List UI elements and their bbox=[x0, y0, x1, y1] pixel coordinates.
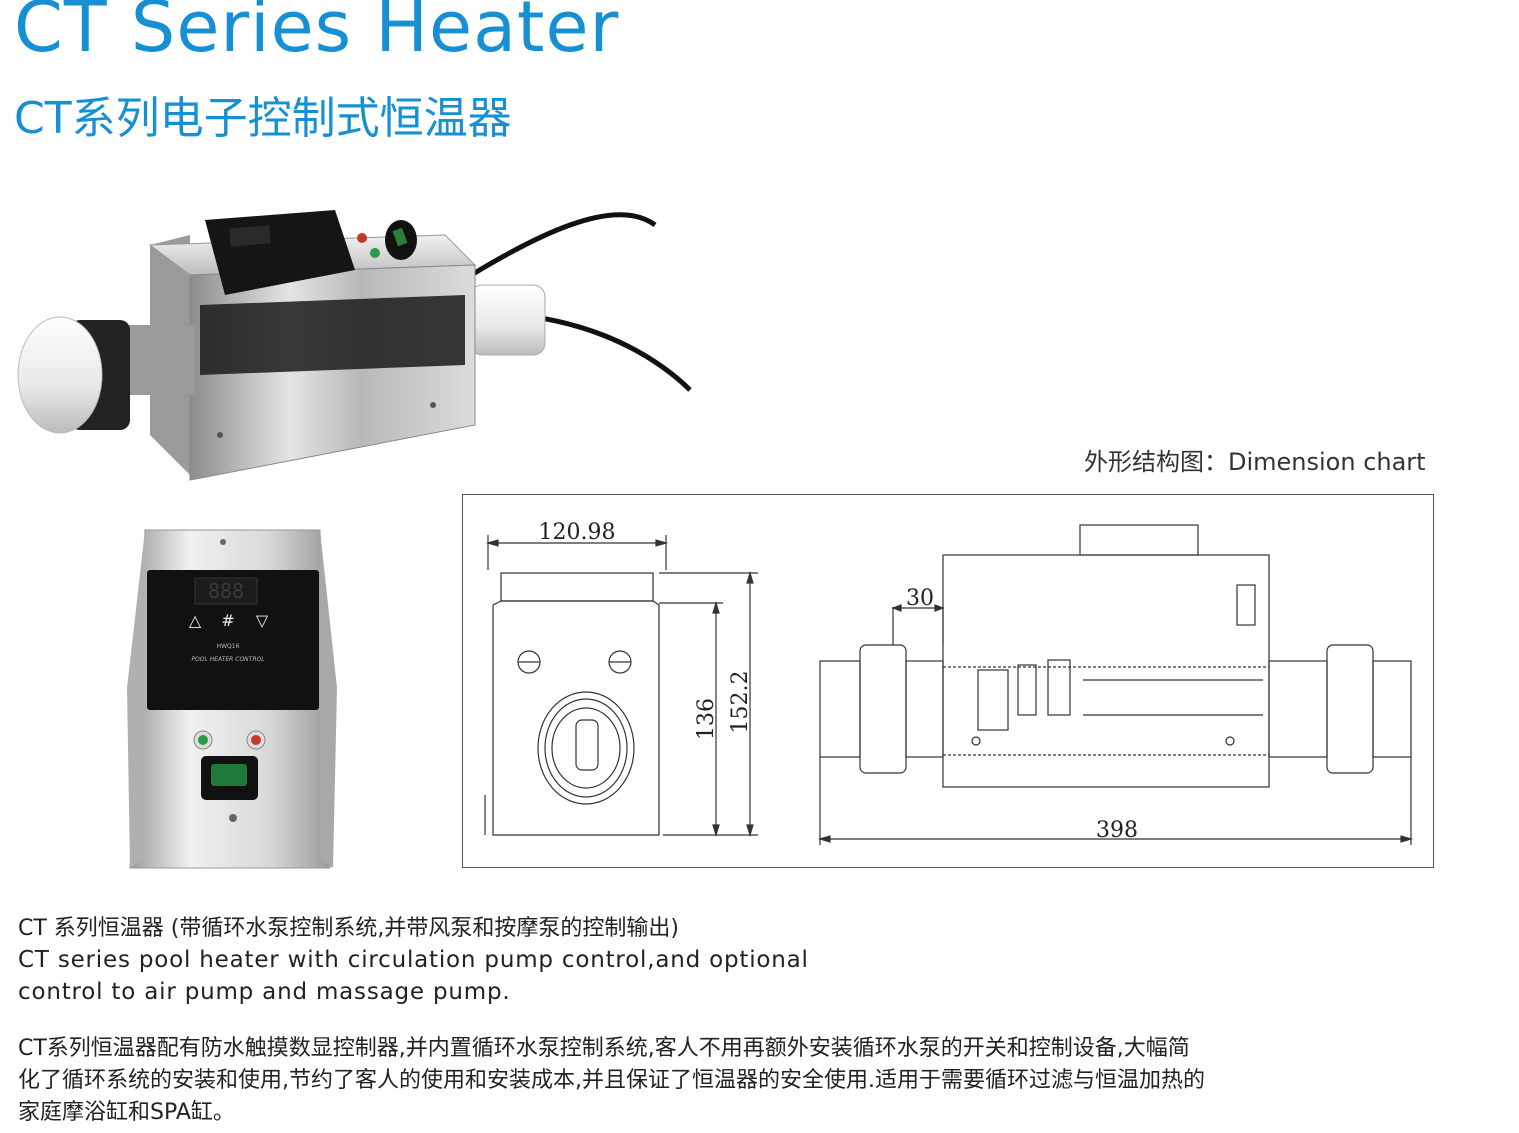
feature-paragraph: CT系列恒温器配有防水触摸数显控制器,并内置循环水泵控制系统,客人不用再额外安装… bbox=[18, 1033, 1398, 1129]
paragraph-line: CT系列恒温器配有防水触摸数显控制器,并内置循环水泵控制系统,客人不用再额外安装… bbox=[18, 1036, 1190, 1061]
control-panel-photo: 888 △ # ▽ HWQ16 POOL HEATER CONTROL bbox=[125, 528, 340, 873]
heater-photo bbox=[15, 195, 705, 485]
description-en-line2: control to air pump and massage pump. bbox=[18, 979, 511, 1005]
paragraph-line: 化了循环系统的安装和使用,节约了客人的使用和安装成本,并且保证了恒温器的安全使用… bbox=[18, 1068, 1205, 1093]
dim-offset: 30 bbox=[906, 586, 934, 611]
page-subtitle: CT系列电子控制式恒温器 bbox=[14, 93, 512, 144]
display-digits: 888 bbox=[208, 579, 244, 603]
dim-height-outer: 152.2 bbox=[728, 671, 753, 734]
dim-width-top: 120.98 bbox=[539, 520, 616, 545]
end-view-drawing bbox=[484, 535, 758, 838]
page-title: CT Series Heater bbox=[14, 0, 620, 68]
description-cn: CT 系列恒温器 (带循环水泵控制系统,并带风泵和按摩泵的控制输出) bbox=[18, 916, 679, 941]
dim-height-inner: 136 bbox=[694, 698, 719, 740]
model-label: HWQ16 bbox=[217, 643, 240, 650]
down-button-icon: ▽ bbox=[256, 611, 269, 630]
dimension-chart: 120.98 136 152.2 30 398 bbox=[462, 494, 1434, 868]
dimension-chart-label: 外形结构图：Dimension chart bbox=[1084, 448, 1426, 476]
hash-button-icon: # bbox=[221, 611, 234, 630]
paragraph-line: 家庭摩浴缸和SPA缸。 bbox=[18, 1100, 235, 1125]
side-view-drawing bbox=[817, 524, 1414, 845]
description-en-line1: CT series pool heater with circulation p… bbox=[18, 947, 809, 973]
panel-label: POOL HEATER CONTROL bbox=[191, 656, 264, 663]
dim-length: 398 bbox=[1096, 818, 1138, 843]
up-button-icon: △ bbox=[189, 611, 202, 630]
